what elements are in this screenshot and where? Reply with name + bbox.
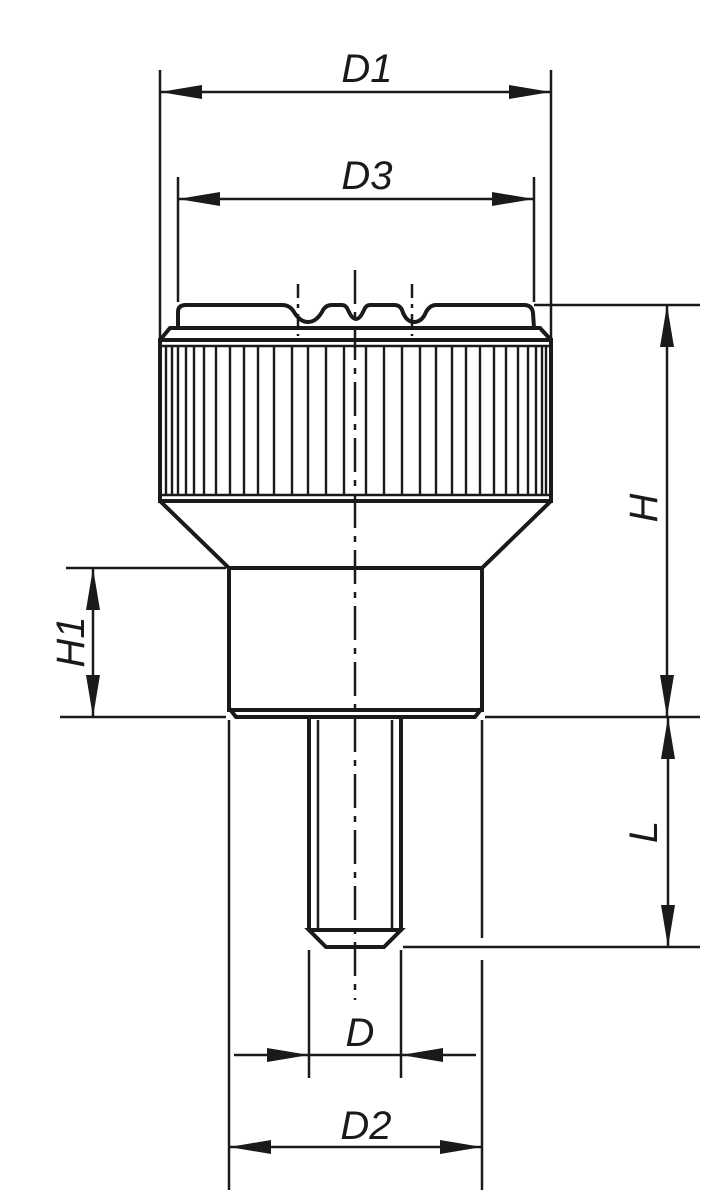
- label-h1: H1: [49, 616, 93, 667]
- dimension-d1: D1: [160, 47, 551, 99]
- knurled-ring: [158, 338, 553, 503]
- hub-base: [227, 706, 484, 719]
- label-h: H: [622, 493, 666, 522]
- threaded-stem: [304, 717, 406, 949]
- label-d2: D2: [340, 1104, 391, 1148]
- label-d1: D1: [341, 47, 392, 91]
- knurl-pattern: [164, 346, 548, 495]
- dimension-l: L: [622, 717, 675, 947]
- top-cap: [176, 303, 536, 329]
- part-outline: [158, 303, 553, 949]
- dimension-d3: D3: [178, 154, 534, 206]
- extension-lines: [60, 70, 700, 1190]
- label-d: D: [346, 1011, 375, 1055]
- dimension-d: D: [234, 1011, 476, 1062]
- dimension-d2: D2: [229, 1104, 482, 1154]
- dimension-h: H: [622, 305, 674, 717]
- label-l: L: [622, 821, 666, 843]
- dimension-h1: H1: [49, 568, 100, 717]
- label-d3: D3: [341, 154, 392, 198]
